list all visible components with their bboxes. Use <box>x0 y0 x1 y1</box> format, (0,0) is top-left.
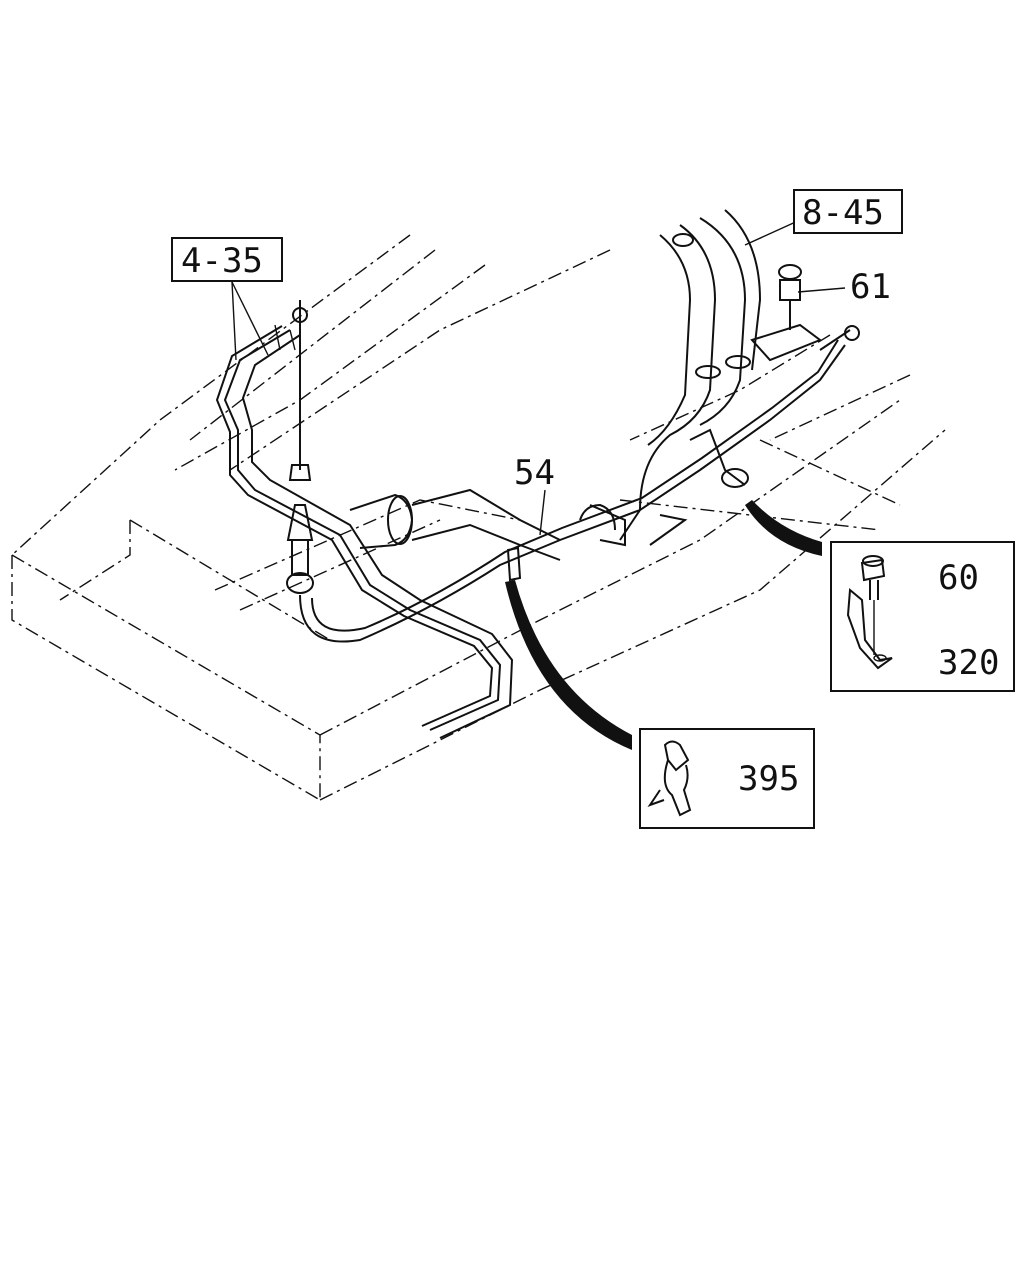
clamps-brackets <box>506 264 823 582</box>
brake-lines-right <box>619 209 762 541</box>
detail-pointer-320 <box>745 500 822 556</box>
detail-box-bolt-bracket: 60 320 <box>830 541 1015 692</box>
part-label-54: 54 <box>514 453 555 493</box>
brake-lines-left <box>215 324 514 739</box>
part-label-61: 61 <box>850 267 891 307</box>
part-label-320: 320 <box>938 643 999 683</box>
ref-label-8-45: 8-45 <box>802 193 884 233</box>
chassis-frame <box>11 234 946 801</box>
ref-box-4-35[interactable]: 4-35 <box>171 237 283 282</box>
detail-box-clip: 395 <box>639 728 815 829</box>
part-label-395: 395 <box>738 759 799 799</box>
part-label-60: 60 <box>938 558 979 598</box>
leader-lines <box>231 219 936 777</box>
brake-cable-54 <box>286 300 860 643</box>
ref-box-8-45[interactable]: 8-45 <box>793 189 903 234</box>
detail-pointer-395 <box>505 580 632 750</box>
canister <box>349 488 561 561</box>
ref-label-4-35: 4-35 <box>181 241 263 281</box>
